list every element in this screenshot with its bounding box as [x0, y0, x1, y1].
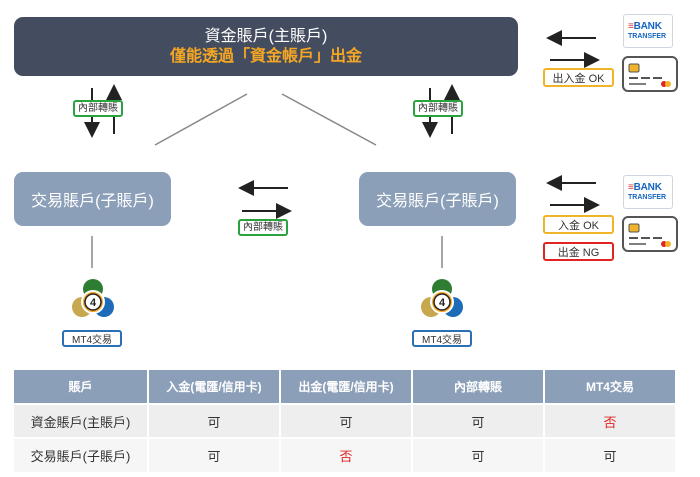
- mt4-label-left: MT4交易: [62, 330, 122, 347]
- bank-logo-line2: TRANSFER: [628, 194, 667, 201]
- table-header-cell: MT4交易: [544, 370, 677, 404]
- table-row: 交易賬戶(子賬戶) 可 否 可 可: [14, 437, 677, 472]
- internal-transfer-tag-middle: 內部轉賬: [238, 219, 288, 236]
- connector-main-right: [281, 93, 377, 146]
- mt4-label-right: MT4交易: [412, 330, 472, 347]
- mt4-badge-number: 4: [90, 297, 97, 309]
- main-account-note: 僅能透過「資金帳戶」出金: [169, 47, 362, 65]
- bank-transfer-logo-bottom: ≡BANK TRANSFER: [623, 175, 673, 209]
- internal-transfer-tag-left: 內部轉賬: [73, 100, 123, 117]
- credit-card-icon: [622, 216, 678, 252]
- table-cell: 交易賬戶(子賬戶): [14, 437, 149, 472]
- table-cell: 可: [412, 437, 545, 472]
- status-in-out-ok: 出入金 OK: [543, 68, 614, 87]
- credit-card-icon: [622, 56, 678, 92]
- internal-transfer-tag-right: 內部轉賬: [413, 100, 463, 117]
- sub-account-box-left: 交易賬戶(子賬戶): [14, 172, 171, 226]
- bank-logo-line2: TRANSFER: [628, 33, 667, 40]
- table-cell: 可: [412, 403, 545, 438]
- bank-logo-line1: ≡BANK: [628, 21, 662, 32]
- main-account-title: 資金賬戶(主賬戶): [204, 27, 328, 45]
- table-header-cell: 出金(電匯/信用卡): [280, 370, 413, 404]
- status-withdraw-ng: 出金 NG: [543, 242, 614, 261]
- comparison-table: 賬戶 入金(電匯/信用卡) 出金(電匯/信用卡) 內部轉賬 MT4交易 資金賬戶…: [14, 370, 677, 472]
- status-deposit-ok: 入金 OK: [543, 215, 614, 234]
- main-account-box: 資金賬戶(主賬戶) 僅能透過「資金帳戶」出金: [14, 17, 518, 76]
- table-cell: 可: [148, 437, 281, 472]
- table-header-cell: 賬戶: [14, 370, 149, 404]
- bank-transfer-logo-top: ≡BANK TRANSFER: [623, 14, 673, 48]
- table-cell: 可: [280, 403, 413, 438]
- sub-account-box-right: 交易賬戶(子賬戶): [359, 172, 516, 226]
- mt4-badge-number: 4: [439, 297, 446, 309]
- table-header-row: 賬戶 入金(電匯/信用卡) 出金(電匯/信用卡) 內部轉賬 MT4交易: [14, 370, 677, 404]
- table-cell: 可: [544, 437, 677, 472]
- table-cell: 可: [148, 403, 281, 438]
- table-cell: 資金賬戶(主賬戶): [14, 403, 149, 438]
- table-header-cell: 內部轉賬: [412, 370, 545, 404]
- bank-logo-line1: ≡BANK: [628, 182, 662, 193]
- table-row: 資金賬戶(主賬戶) 可 可 可 否: [14, 403, 677, 438]
- connector-main-left: [154, 93, 248, 146]
- mt4-logo-icon: 4: [421, 279, 463, 317]
- table-header-cell: 入金(電匯/信用卡): [148, 370, 281, 404]
- table-cell: 否: [280, 437, 413, 472]
- mt4-logo-icon: 4: [72, 279, 114, 317]
- table-cell: 否: [544, 403, 677, 438]
